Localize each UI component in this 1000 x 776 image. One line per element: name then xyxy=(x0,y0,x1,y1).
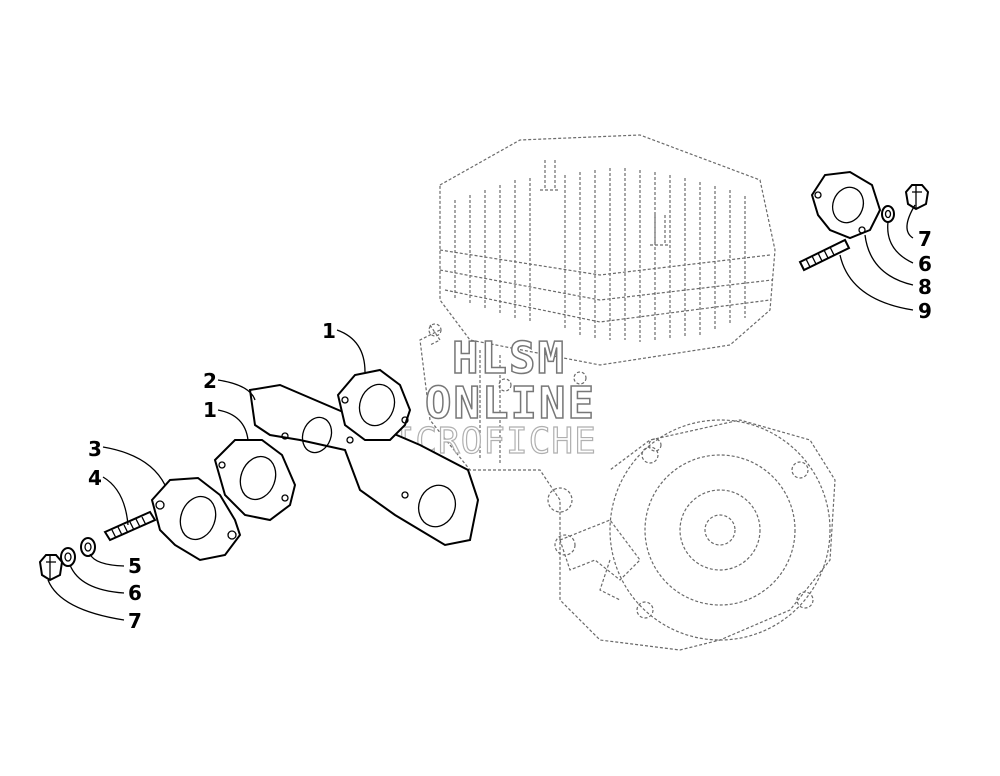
exhaust-plate xyxy=(248,383,480,547)
watermark: HLSM ONLINE MICROFICHE xyxy=(369,332,596,462)
lock-washer-left xyxy=(80,537,96,557)
leader-lines xyxy=(47,204,916,621)
callout-washer-right: 6 xyxy=(918,252,932,276)
callout-gasket-upper: 1 xyxy=(322,319,336,343)
callout-labels: 1 2 1 3 4 5 6 7 7 6 8 9 xyxy=(88,227,932,633)
callout-stud-right: 9 xyxy=(918,299,932,323)
exhaust-flange xyxy=(150,476,242,562)
callout-gasket-right: 8 xyxy=(918,275,932,299)
callout-stud-left: 4 xyxy=(88,466,102,490)
callout-gasket-lower: 1 xyxy=(203,398,217,422)
callout-lock-washer-left: 5 xyxy=(128,554,142,578)
nut-left xyxy=(38,554,64,582)
callout-washer-left: 6 xyxy=(128,581,142,605)
nut-right xyxy=(904,184,930,211)
stud-right xyxy=(798,238,851,272)
flat-washer-right xyxy=(881,205,895,223)
callout-nut-right: 7 xyxy=(918,227,932,251)
flat-washer-left xyxy=(60,547,76,567)
watermark-line-1: HLSM xyxy=(452,333,566,384)
callout-flange: 3 xyxy=(88,437,102,461)
callout-nut-left: 7 xyxy=(128,609,142,633)
stud-left xyxy=(103,510,157,542)
watermark-line-2: ONLINE xyxy=(425,378,596,429)
exhaust-gasket-right xyxy=(810,170,882,240)
exhaust-gasket-upper xyxy=(336,368,412,441)
exhaust-gasket-lower xyxy=(213,439,297,522)
engine-block-ghost xyxy=(419,134,836,651)
callout-plate: 2 xyxy=(203,369,217,393)
